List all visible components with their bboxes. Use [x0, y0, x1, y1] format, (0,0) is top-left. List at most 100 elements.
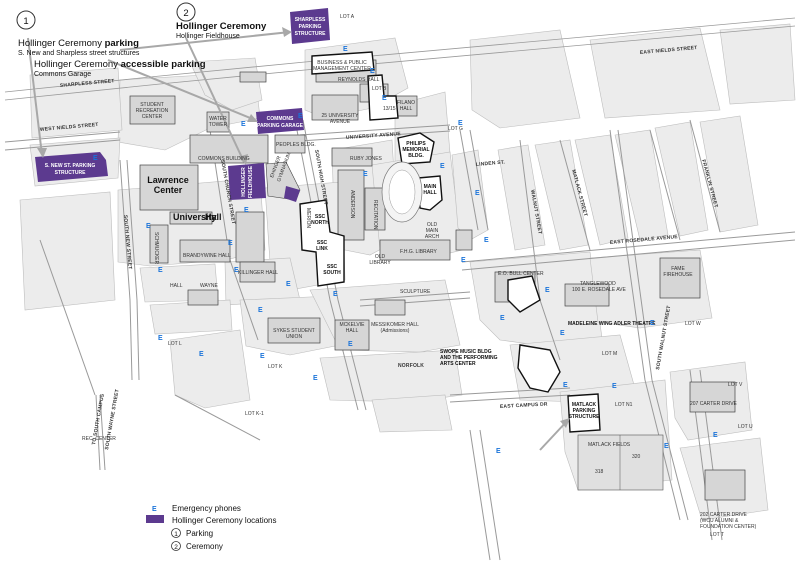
- phone-icon: E: [343, 46, 348, 53]
- south-new-label: SOUTH NEW STREET: [122, 215, 133, 270]
- west-nields-label: WEST NIELDS STREET: [40, 122, 99, 133]
- lot-u: LOT U: [738, 424, 753, 430]
- linden-label: LINDEN ST.: [476, 159, 506, 168]
- legend: E Emergency phones Hollinger Ceremony lo…: [146, 504, 277, 551]
- annotation-parking: 1 Hollinger Ceremony parking S. New and …: [16, 10, 206, 78]
- business-building-outline: [311, 51, 375, 75]
- phone-icon: E: [228, 240, 233, 247]
- hollinger-label-2: FIELDHOUSE: [248, 165, 254, 198]
- norfolk-label: NORFOLK: [398, 363, 424, 369]
- commons-label-2: PARKING GARAGE: [257, 123, 304, 129]
- swope-outline: [517, 344, 561, 393]
- lot-w: LOT W: [685, 321, 701, 327]
- madeleine-label: MADELEINE WING ADLER THEATRE: [568, 321, 656, 327]
- parking-number: 1: [23, 16, 28, 27]
- commons-parking-garage[interactable]: [256, 108, 304, 134]
- arrow-to-sharpless: [119, 31, 291, 51]
- business-1: BUSINESS & PUBLIC: [317, 60, 367, 66]
- num-318: 318: [595, 469, 604, 475]
- matlack-structure-outline: [567, 393, 601, 433]
- ssc-north-2: NORTH: [311, 220, 329, 226]
- arrow-to-commons: [107, 59, 256, 121]
- water-tower-1: WATER: [209, 116, 227, 122]
- swope-1: SWOPE MUSIC BLDG: [440, 349, 492, 355]
- matlack-fields-area: [577, 434, 664, 491]
- phone-icon: E: [370, 68, 375, 75]
- university-ave-label: UNIVERSITY AVENUE: [346, 131, 402, 141]
- peoples-label: PEOPLES BLDG.: [276, 142, 316, 148]
- lawrence-1: Lawrence: [147, 175, 189, 185]
- phone-icon: E: [484, 237, 489, 244]
- ssc-link-1: SSC: [317, 240, 328, 246]
- mckelvie-1: MCKELVIE: [340, 322, 366, 328]
- swope-3: ARTS CENTER: [440, 361, 476, 367]
- stadium-field: [388, 169, 416, 215]
- phone-icon: E: [363, 171, 368, 178]
- sharpless-parking-structure[interactable]: [290, 8, 330, 44]
- sculpture-label: SCULPTURE: [400, 289, 431, 295]
- phone-icon: E: [313, 375, 318, 382]
- ssc-outline: [299, 199, 345, 287]
- carter-202-1: 202 CARTER DRIVE: [700, 512, 748, 518]
- hollinger-fieldhouse[interactable]: [228, 163, 266, 200]
- phone-icon: E: [158, 335, 163, 342]
- arrow-to-hollinger: [185, 37, 245, 163]
- lot-labels: LOT A LOT G LOT K LOT L LOT M LOT W LOT …: [168, 14, 753, 538]
- s-new-parking-structure[interactable]: [35, 152, 108, 182]
- ssc-south-1: SSC: [327, 264, 338, 270]
- lot-b-building-outline: [367, 74, 399, 121]
- legend-locations-label: Hollinger Ceremony locations: [172, 516, 277, 525]
- tanglewood-1: TANGLEWOOD: [580, 281, 616, 287]
- legend-ceremony-circle: [171, 541, 181, 551]
- phone-icon: E: [158, 267, 163, 274]
- ceremony-locations: SHARPLESS PARKING STRUCTURE COMMONS PARK…: [35, 8, 330, 202]
- emergency-phones: E E E E E E E E E E E E E E E E E E E E …: [93, 46, 718, 455]
- hollinger-label-1: HOLLINGER: [241, 167, 247, 197]
- matlack-struct-2: PARKING: [573, 408, 596, 414]
- ceremony-number: 2: [183, 8, 188, 19]
- phone-icon: E: [382, 95, 387, 102]
- hollinger-annex: [284, 186, 300, 202]
- main-hall-2: HALL: [423, 190, 436, 196]
- philips-3: BLDG.: [408, 153, 424, 159]
- anderson-label: ANDERSON: [349, 190, 355, 219]
- sharpless-label-2: PARKING: [299, 24, 322, 30]
- philips-2: MEMORIAL: [402, 147, 429, 153]
- swope-2: AND THE PERFORMING: [440, 355, 498, 361]
- carter-207-label: 207 CARTER DRIVE: [690, 401, 738, 407]
- phone-icon: E: [461, 257, 466, 264]
- phone-icon: E: [664, 443, 669, 450]
- lot-l: LOT L: [168, 341, 182, 347]
- buildings: [129, 59, 746, 501]
- roads: [4, 17, 796, 561]
- phone-icon: E: [458, 120, 463, 127]
- phone-icon: E: [258, 307, 263, 314]
- rosedale-label: EAST ROSEDALE AVENUE: [610, 234, 679, 246]
- legend-purple-swatch: [146, 515, 164, 523]
- snew-label-1: S. NEW ST. PARKING: [45, 163, 96, 169]
- filano-1: FILANO: [397, 100, 415, 106]
- old-main-arch-3: ARCH: [425, 234, 440, 240]
- old-main-arch-2: MAIN: [426, 228, 439, 234]
- building-labels: STUDENT RECREATION CENTER WATER TOWER CO…: [82, 60, 757, 530]
- east-campus-dr-label: EAST CAMPUS DR: [500, 401, 548, 410]
- hall-small-label: HALL: [170, 283, 183, 289]
- water-tower-2: TOWER: [209, 122, 228, 128]
- phone-icon: E: [500, 315, 505, 322]
- sharpless-label-1: SHARPLESS: [295, 17, 326, 23]
- phone-icon: E: [563, 382, 568, 389]
- matlack-fields-label: MATLACK FIELDS: [588, 442, 631, 448]
- lot-k1: LOT K-1: [245, 411, 264, 417]
- schmucker-label: SCHMUCKER: [153, 232, 159, 265]
- phone-icon: E: [440, 163, 445, 170]
- philips-outline: [397, 132, 435, 165]
- accessible-title: Hollinger Ceremony accessible parking: [34, 59, 206, 70]
- carter-202-2: (WCU ALUMNI &: [700, 518, 739, 524]
- legend-parking-num: 1: [174, 531, 178, 538]
- reynolds-label: REYNOLDS HALL: [338, 77, 380, 83]
- legend-phone-label: Emergency phones: [172, 504, 241, 513]
- ed-bull-label: E.O. BULL CENTER: [498, 271, 544, 277]
- ssc-south-2: SOUTH: [323, 270, 341, 276]
